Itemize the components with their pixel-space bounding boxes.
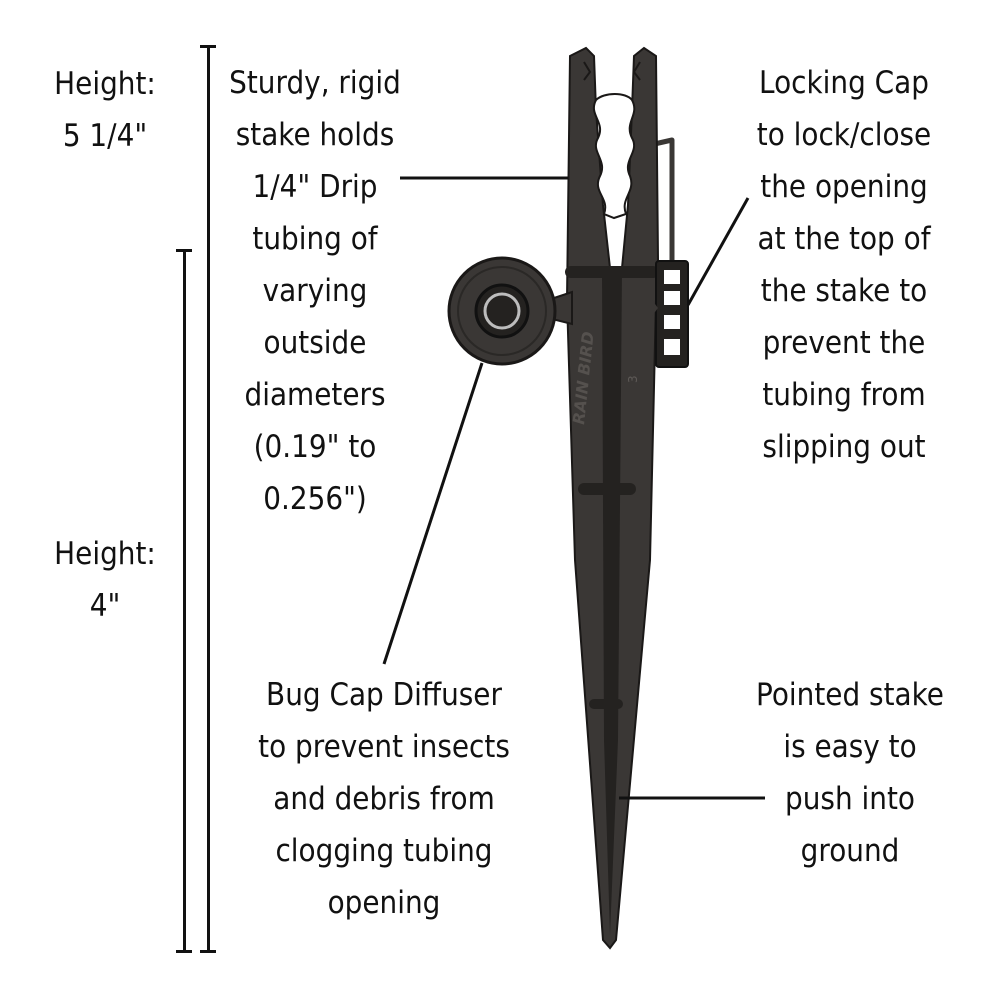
callout-line: clogging tubing — [275, 833, 493, 869]
overall-height-label: Height: 5 1/4" — [51, 58, 159, 162]
callout-line: push into — [785, 781, 915, 817]
callout-line: and debris from — [273, 781, 495, 817]
center-rib — [602, 270, 622, 935]
left-notch — [583, 61, 592, 81]
pointed-stake-callout: Pointed stake is easy to push into groun… — [747, 669, 954, 877]
callout-line: varying — [262, 273, 368, 309]
callout-line: Bug Cap Diffuser — [266, 677, 502, 713]
cross-rib-lower — [589, 699, 623, 709]
overall-height-line: Height: — [54, 66, 156, 102]
locking-cap-leader — [686, 197, 750, 306]
callout-line: 0.256") — [263, 481, 367, 517]
callout-line: tubing from — [762, 377, 926, 413]
stake-height-label: Height: 4" — [51, 528, 159, 632]
cross-rib-top — [565, 266, 659, 278]
callout-line: tubing of — [252, 221, 378, 257]
callout-line: slipping out — [762, 429, 926, 465]
callout-line: the stake to — [760, 273, 928, 309]
locking-cap — [652, 260, 689, 368]
callout-line: Locking Cap — [759, 65, 929, 101]
overall-height-line: 5 1/4" — [62, 118, 148, 154]
callout-line: prevent the — [762, 325, 926, 361]
right-notch — [632, 61, 641, 81]
callout-line: 1/4" Drip — [252, 169, 378, 205]
cross-rib-middle — [578, 483, 636, 495]
stake-holds-callout: Sturdy, rigid stake holds 1/4" Drip tubi… — [225, 57, 405, 525]
callout-line: (0.19" to — [253, 429, 377, 465]
stake-height-line: Height: — [54, 536, 156, 572]
callout-line: the opening — [760, 169, 928, 205]
callout-line: opening — [327, 885, 441, 921]
callout-line: diameters — [244, 377, 386, 413]
locking-cap-callout: Locking Cap to lock/close the opening at… — [745, 57, 943, 473]
bug-cap-callout: Bug Cap Diffuser to prevent insects and … — [249, 669, 519, 929]
callout-line: Pointed stake — [756, 677, 944, 713]
callout-line: to lock/close — [756, 117, 932, 153]
bug-cap-leader — [382, 362, 484, 665]
callout-line: at the top of — [757, 221, 931, 257]
callout-line: Sturdy, rigid — [229, 65, 401, 101]
callout-line: outside — [263, 325, 367, 361]
tubing-grip-opening — [593, 93, 636, 220]
bug-cap-diffuser — [447, 256, 557, 366]
callout-line: ground — [800, 833, 900, 869]
stake-height-line: 4" — [89, 588, 121, 624]
callout-line: to prevent insects — [258, 729, 510, 765]
callout-line: stake holds — [235, 117, 395, 153]
size-embossing: 3 — [626, 375, 640, 383]
callout-line: is easy to — [783, 729, 917, 765]
